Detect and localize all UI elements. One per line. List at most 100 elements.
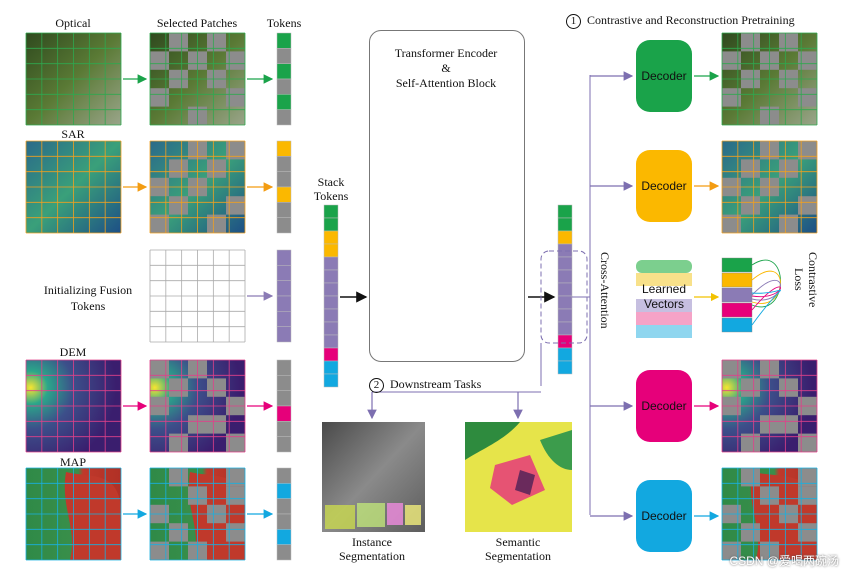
stack-tokens-line1: Stack — [317, 175, 345, 189]
sar-recon-masked-patch — [798, 196, 817, 215]
sar-masked-patch — [169, 196, 188, 215]
sar-recon-masked-patch — [779, 214, 798, 233]
fusion-token — [276, 249, 292, 266]
sar-token — [276, 171, 292, 188]
optical-recon-grid — [721, 32, 818, 126]
sar-masked-patch — [207, 159, 226, 178]
map-masked-patch — [150, 541, 169, 560]
decoder-sar: Decoder — [636, 40, 692, 112]
map-token — [276, 483, 292, 499]
optical-recon-masked-patch — [722, 88, 741, 107]
dem-recon-grid — [721, 359, 818, 453]
sar-patches-grid — [149, 140, 246, 234]
optical-masked-patch — [150, 88, 169, 107]
semantic-green-region-2 — [540, 430, 572, 470]
contrastive-arc — [751, 286, 781, 311]
cross-attention-line1: Cross- — [598, 252, 612, 284]
decoder-dem-label: Decoder — [641, 399, 687, 413]
map-token — [276, 467, 292, 484]
map-patches-grid — [149, 467, 246, 561]
dem-token — [276, 405, 292, 422]
map-recon-masked-patch — [798, 468, 817, 487]
sar-recon-masked-patch — [798, 141, 817, 160]
map-masked-patch — [226, 486, 245, 505]
map-title: MAP — [59, 455, 87, 469]
instance-seg-line1: Instance — [352, 535, 392, 549]
stack-token — [323, 282, 339, 297]
contrastive-arc — [751, 289, 781, 326]
optical-recon-masked-patch — [798, 51, 817, 70]
contrastive-vector — [721, 287, 753, 303]
downstream-title-text: Downstream Tasks — [390, 377, 482, 391]
dem-token — [276, 390, 292, 407]
output-token — [557, 256, 573, 271]
dem-masked-patch — [226, 433, 245, 452]
optical-recon-masked-patch — [779, 33, 798, 52]
instance-mask — [357, 503, 385, 527]
dem-recon-masked-patch — [779, 378, 798, 397]
fusion-empty-grid — [149, 249, 246, 343]
optical-token — [276, 94, 292, 110]
dem-recon-masked-patch — [741, 378, 760, 397]
map-recon-grid — [721, 467, 818, 561]
stack-token — [323, 347, 339, 362]
sar-recon-masked-patch — [722, 214, 741, 233]
learned-vector-band — [636, 260, 692, 273]
fusion-token — [276, 265, 292, 281]
sar-masked-patch — [226, 141, 245, 160]
stack-token — [323, 334, 339, 349]
output-token — [557, 217, 573, 232]
output-token — [557, 269, 573, 284]
dem-masked-patch — [150, 360, 169, 379]
output-token — [557, 230, 573, 245]
stack-token — [323, 295, 339, 310]
map-red-region — [64, 472, 121, 560]
instance-mask — [387, 503, 403, 525]
pretraining-title-text: Contrastive and Reconstruction Pretraini… — [587, 13, 795, 27]
cross-attention-line2: Attention — [598, 283, 612, 329]
optical-token — [276, 109, 292, 126]
sar-recon-masked-patch — [779, 159, 798, 178]
optical-masked-patch — [226, 51, 245, 70]
map-masked-patch — [169, 468, 188, 487]
optical-recon-masked-patch — [741, 33, 760, 52]
selected-patches-title: Selected Patches — [156, 16, 238, 30]
map-token — [276, 498, 292, 515]
stack-token — [323, 360, 339, 375]
dem-token — [276, 359, 292, 376]
semantic-seg-line2: Segmentation — [485, 549, 551, 563]
encoder-title-line1: Transformer Encoder — [394, 46, 498, 60]
contrastive-vector — [721, 272, 753, 288]
learned-vector-band — [636, 286, 692, 299]
learned-vectors-line1: Learned — [641, 282, 687, 296]
map-input-grid — [25, 467, 122, 561]
map-recon-masked-patch — [741, 468, 760, 487]
stack-token — [323, 373, 339, 388]
sar-recon-masked-patch — [741, 196, 760, 215]
sar-token — [276, 186, 292, 203]
output-token — [557, 295, 573, 310]
fusion-token — [276, 295, 292, 312]
fusion-token — [276, 280, 292, 297]
optical-token — [276, 63, 292, 80]
fusion-title-line1: Initializing Fusion — [43, 283, 133, 297]
tokens-title: Tokens — [266, 16, 302, 30]
optical-masked-patch — [226, 88, 245, 107]
output-token — [557, 204, 573, 219]
transformer-encoder-box — [369, 30, 525, 362]
stack-token — [323, 308, 339, 323]
semantic-green-region — [465, 422, 520, 460]
output-token — [557, 308, 573, 323]
output-token — [557, 334, 573, 349]
learned-vectors-line2: Vectors — [643, 297, 685, 311]
stack-token — [323, 230, 339, 245]
sar-masked-patch — [226, 196, 245, 215]
optical-masked-patch — [169, 33, 188, 52]
optical-input-grid — [25, 32, 122, 126]
stack-token — [323, 256, 339, 271]
fusion-token — [276, 311, 292, 327]
contrastive-vector — [721, 257, 753, 273]
stack-token — [323, 269, 339, 284]
